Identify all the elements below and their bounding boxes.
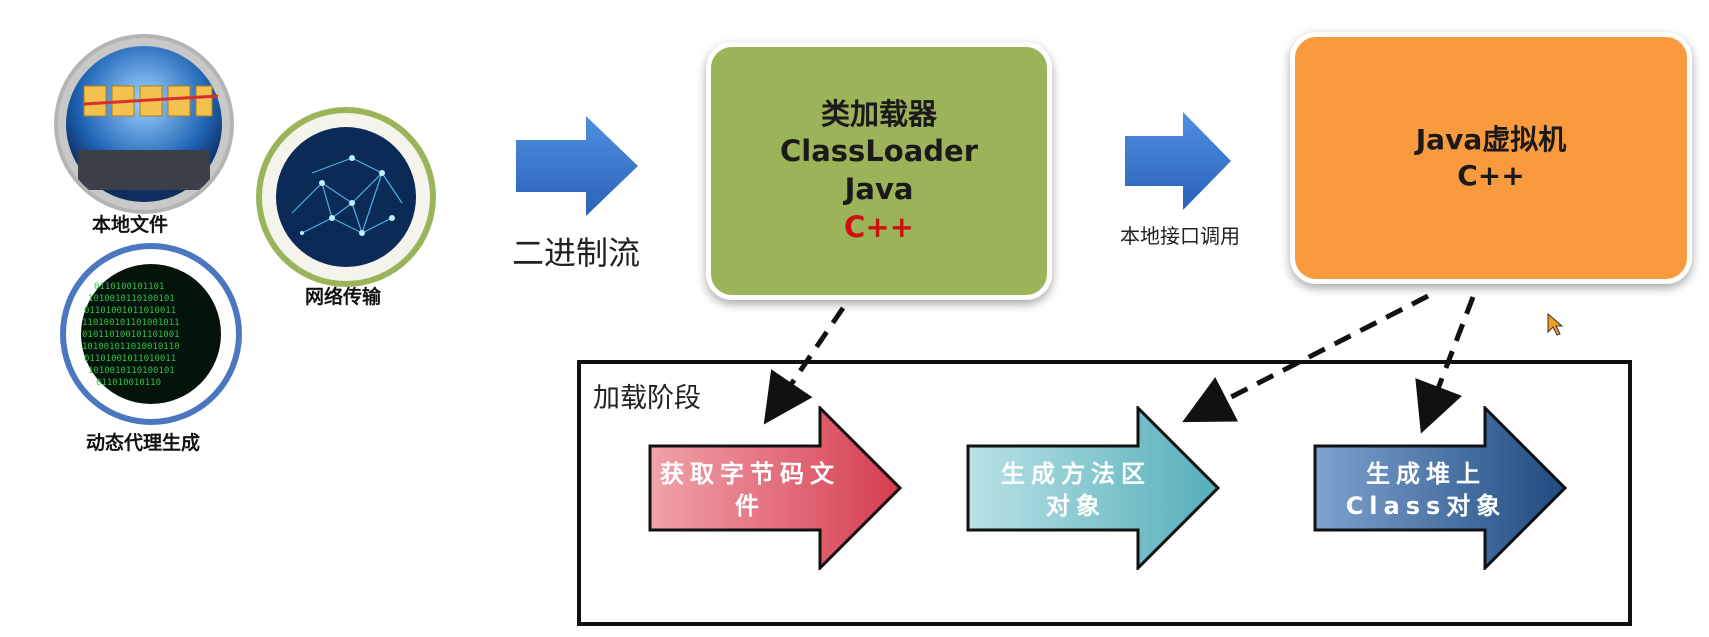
flow-arrow-icon	[516, 116, 638, 216]
dashed-arrow-jvm-heap	[1415, 296, 1476, 434]
dynamic-proxy-label: 动态代理生成	[86, 432, 201, 454]
classloader-box: 类加载器 ClassLoader Java C++	[706, 42, 1052, 300]
svg-text:01101001011010011: 01101001011010011	[84, 354, 176, 364]
svg-text:011010010110: 011010010110	[96, 378, 161, 388]
svg-text:010110100101101001: 010110100101101001	[82, 330, 180, 340]
binary-code-icon: 0110100101101 1010010110100101 011010010…	[81, 264, 221, 404]
jvm-box: Java虚拟机 C++	[1290, 32, 1692, 284]
native-call-arrow-icon	[1125, 112, 1231, 210]
network-label: 网络传输	[305, 286, 382, 308]
dashed-arrow-classloader	[763, 306, 846, 425]
jvm-cpp: C++	[1457, 159, 1525, 192]
folder-icon	[66, 46, 222, 202]
classloader-title: 类加载器	[820, 96, 937, 131]
dynamic-proxy-image: 0110100101101 1010010110100101 011010010…	[60, 243, 242, 425]
svg-text:110100101101001011: 110100101101001011	[82, 318, 180, 328]
classloader-cpp: C++	[844, 209, 914, 244]
step-2-label: 生成方法区 对象	[1001, 460, 1151, 521]
step-1-label: 获取字节码文 件	[660, 460, 840, 521]
jvm-title: Java虚拟机	[1415, 122, 1567, 156]
svg-text:01101001011010011: 01101001011010011	[84, 306, 176, 316]
dashed-arrow-jvm-method-area	[1182, 293, 1430, 423]
svg-text:101001011010010110: 101001011010010110	[82, 342, 180, 352]
mouse-cursor-icon	[1547, 312, 1564, 336]
local-file-label: 本地文件	[92, 214, 169, 236]
svg-text:1010010110100101: 1010010110100101	[88, 366, 175, 376]
loading-stage-title: 加载阶段	[593, 383, 701, 414]
loading-stage-frame	[577, 360, 1632, 626]
step-arrow-shape-3	[1313, 406, 1568, 570]
local-file-image	[54, 34, 234, 214]
step-arrow-shape-2	[966, 406, 1221, 570]
step-3-label: 生成堆上 Class对象	[1345, 460, 1507, 521]
native-call-label: 本地接口调用	[1120, 224, 1240, 248]
classloader-name: ClassLoader	[779, 134, 978, 169]
classloader-java: Java	[844, 172, 914, 206]
svg-text:1010010110100101: 1010010110100101	[88, 294, 175, 304]
svg-text:0110100101101: 0110100101101	[94, 282, 164, 292]
step-arrow-shape-1	[648, 406, 903, 570]
binary-stream-label: 二进制流	[512, 234, 641, 272]
network-icon	[276, 127, 416, 267]
network-image	[256, 107, 436, 287]
